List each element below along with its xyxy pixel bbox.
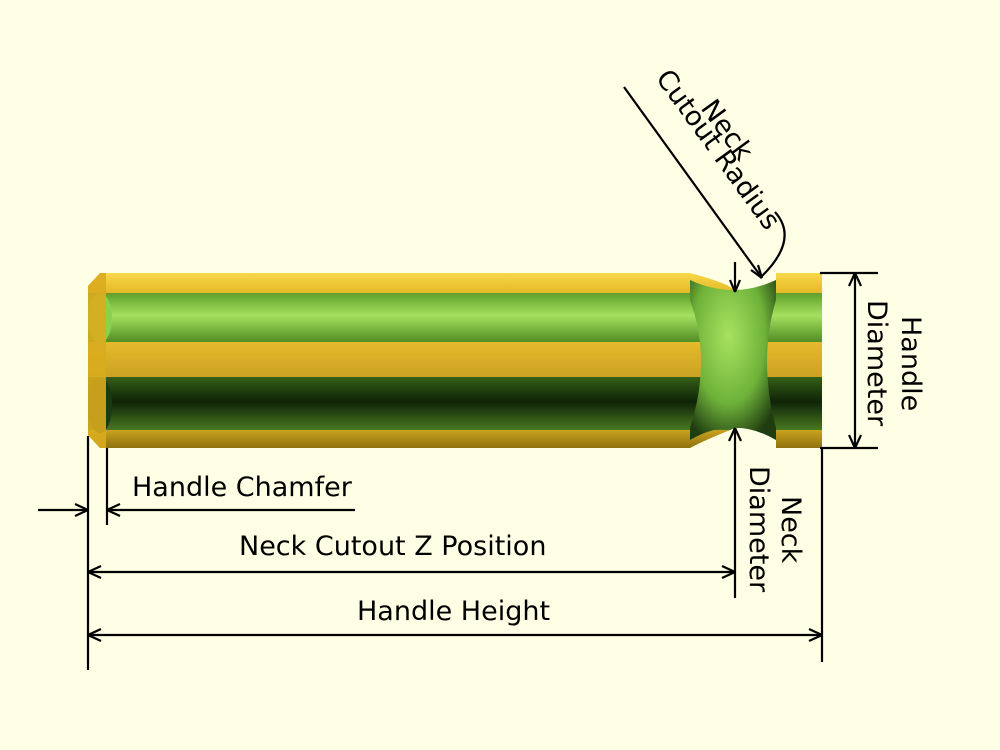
chamfer-face xyxy=(88,273,106,448)
handle-diameter-label-line2: Diameter xyxy=(861,300,892,427)
neck-cutout-radius-leader xyxy=(623,86,786,293)
neck-cutout xyxy=(690,280,776,440)
handle-chamfer-dimension xyxy=(38,436,355,670)
handle-diameter-dimension xyxy=(820,271,878,450)
handle-chamfer-label: Handle Chamfer xyxy=(132,472,353,503)
neck-diameter-dimension xyxy=(728,427,742,598)
neck-diameter-label-line2: Diameter xyxy=(743,466,774,593)
neck-diameter-label-line1: Neck xyxy=(775,496,806,564)
neck-cutout-z-dimension xyxy=(87,565,736,579)
handle-height-label: Handle Height xyxy=(357,596,550,627)
handle-height-dimension xyxy=(87,448,824,662)
neck-cutout-z-label: Neck Cutout Z Position xyxy=(239,531,546,562)
handle-diameter-label-line1: Handle xyxy=(895,316,926,411)
